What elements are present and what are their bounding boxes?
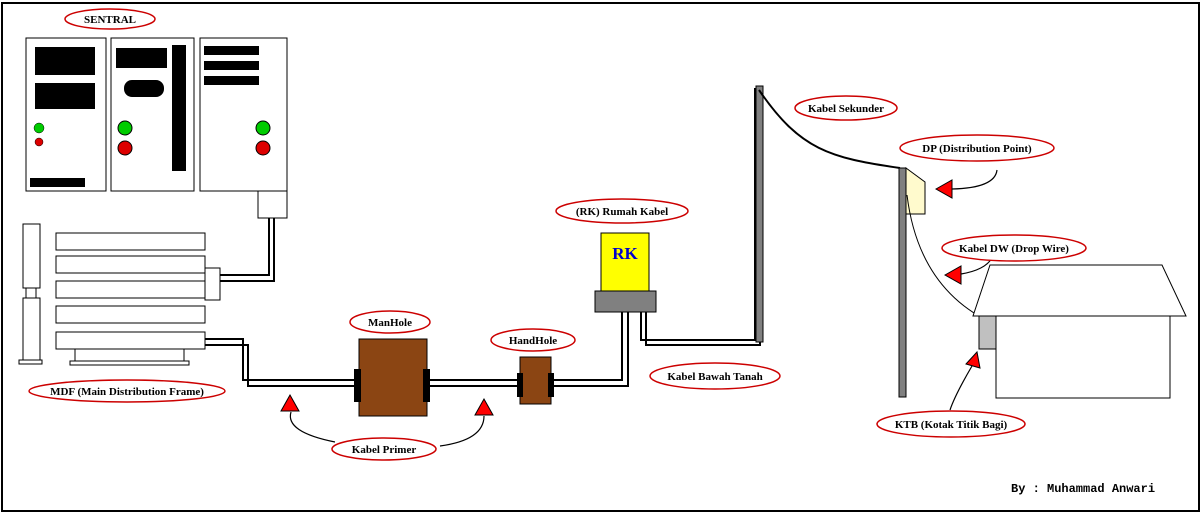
pole-2 [898,167,907,398]
led-green [117,120,133,136]
sentral-mdf-cable [220,218,275,282]
label-ellipse [331,437,437,461]
rk-box-text: RK [612,244,638,263]
kabel-bawah-tanah-label: Kabel Bawah Tanah [667,371,762,383]
sentral-label: SENTRAL [84,14,136,26]
rk-label: (RK) Rumah Kabel [576,206,668,218]
led-green [255,120,271,136]
kabel-sekunder-label: Kabel Sekunder [808,103,884,115]
led-red [34,137,44,147]
mdf-label: MDF (Main Distribution Frame) [50,386,204,398]
label-ellipse [794,95,898,121]
manhole-label: ManHole [368,317,412,329]
house-roof [972,264,1187,317]
secondary-cable [758,89,901,169]
manhole [358,338,428,417]
pole-1 [755,85,764,343]
rk-cabinet [600,232,650,292]
rk-base [594,290,657,313]
author-credit: By : Muhammad Anwari [1011,482,1155,496]
label-ellipse [555,198,689,224]
handhole [519,356,552,405]
handhole-label: HandHole [509,335,557,347]
label-ellipse [490,328,576,352]
sentral-cabinet-3 [199,37,288,192]
arrow-up-icon [474,397,494,416]
ktb-label: KTB (Kotak Titik Bagi) [895,419,1008,431]
label-ellipse [876,410,1026,438]
label-ellipse [349,310,431,334]
led-red [255,140,271,156]
primary-cable [205,312,629,387]
dp-box [905,167,926,215]
dp-label: DP (Distribution Point) [922,143,1032,155]
arrow-up-icon [965,350,981,369]
ktb-box [978,315,997,350]
house [972,264,1187,399]
label-ellipse [64,8,156,30]
kabel-dw-label: Kabel DW (Drop Wire) [959,243,1069,255]
led-green [33,122,45,134]
label-ellipse [941,234,1087,262]
label-ellipse [899,134,1055,162]
sentral-exchange [25,37,288,219]
mdf-frame [18,223,221,366]
arrow-left-icon [943,265,962,285]
label-ellipse [649,362,781,390]
label-ellipse [28,379,226,403]
arrow-up-icon [280,393,300,412]
house-wall [995,315,1171,399]
kabel-primer-label: Kabel Primer [352,444,417,456]
led-red [117,140,133,156]
